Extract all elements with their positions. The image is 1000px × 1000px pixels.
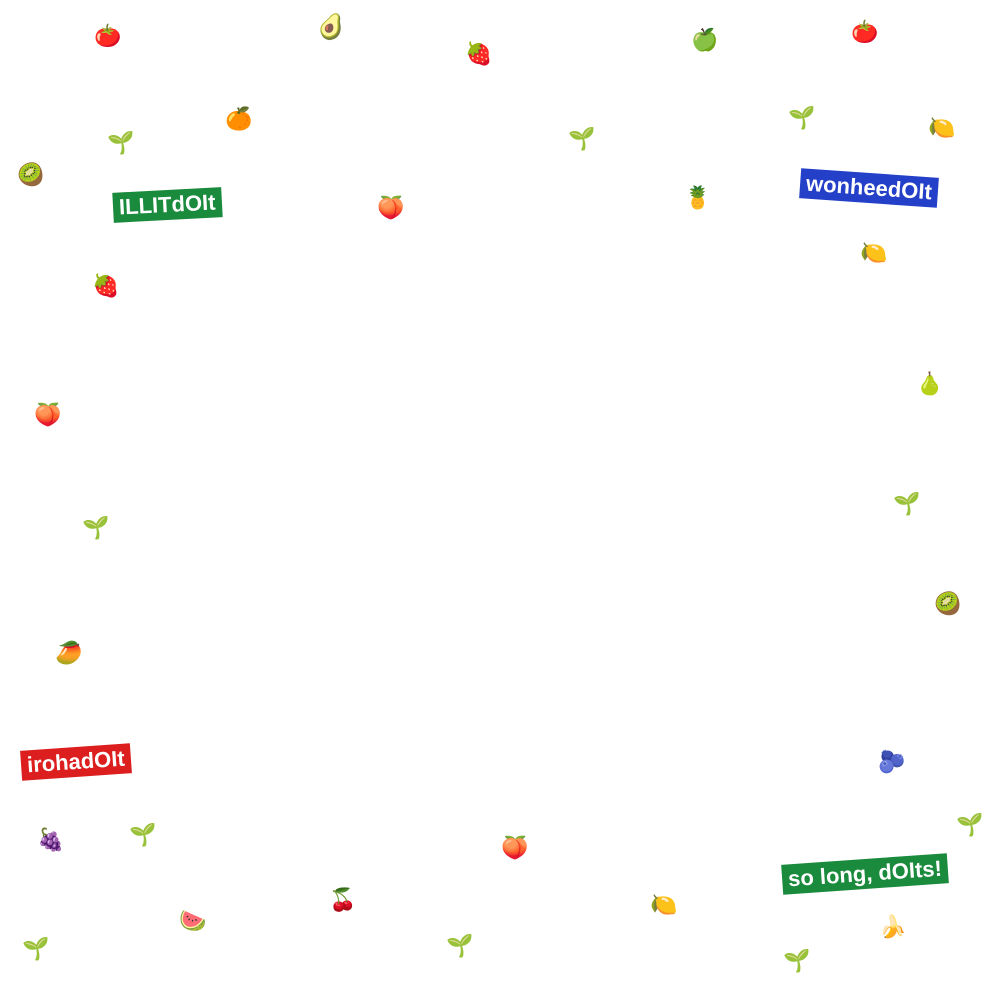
cherries-icon: 🍒 [329, 888, 357, 913]
watermelon-icon: 🍉 [179, 909, 207, 934]
lemon-icon: 🍋 [650, 893, 678, 918]
lemon-icon: 🍋 [928, 116, 956, 141]
seedling-icon: 🌱 [107, 131, 135, 156]
lime-icon: 🍋 [860, 241, 888, 266]
tag-so-long-doits: so long, dOIts! [781, 853, 949, 895]
peach-icon: 🍑 [377, 196, 405, 221]
strawberry-icon: 🍓 [465, 42, 493, 67]
pineapple-icon: 🍍 [684, 186, 712, 211]
peach-icon: 🍑 [501, 836, 529, 861]
blueberries-icon: 🫐 [878, 750, 906, 775]
peach-icon: 🍑 [34, 403, 62, 428]
seedling-icon: 🌱 [893, 492, 921, 517]
seedling-icon: 🌱 [129, 823, 157, 848]
tomato-icon: 🍅 [851, 20, 879, 45]
mango-icon: 🥭 [55, 641, 83, 666]
kiwi-icon: 🥝 [934, 592, 962, 617]
seedling-icon: 🌱 [956, 813, 984, 838]
seedling-icon: 🌱 [82, 516, 110, 541]
seedling-icon: 🌱 [22, 937, 50, 962]
seedling-icon: 🌱 [568, 127, 596, 152]
pear-icon: 🍐 [916, 372, 944, 397]
green-apple-icon: 🍏 [691, 28, 719, 53]
tangerine-icon: 🍊 [225, 107, 253, 132]
kiwi-icon: 🥝 [17, 163, 45, 188]
tag-illit-doit: ILLITdOIt [112, 187, 223, 223]
tag-wonheed-doit: wonheedOIt [799, 168, 939, 208]
strawberry-icon: 🍓 [92, 274, 120, 299]
seedling-icon: 🌱 [788, 106, 816, 131]
avocado-icon: 🥑 [314, 11, 349, 45]
banana-icon: 🍌 [879, 915, 907, 940]
tomato-icon: 🍅 [94, 24, 122, 49]
tag-iroha-doit: irohadOIt [20, 743, 132, 781]
seedling-icon: 🌱 [783, 949, 811, 974]
seedling-icon: 🌱 [446, 934, 474, 959]
grapes-icon: 🍇 [37, 828, 65, 853]
